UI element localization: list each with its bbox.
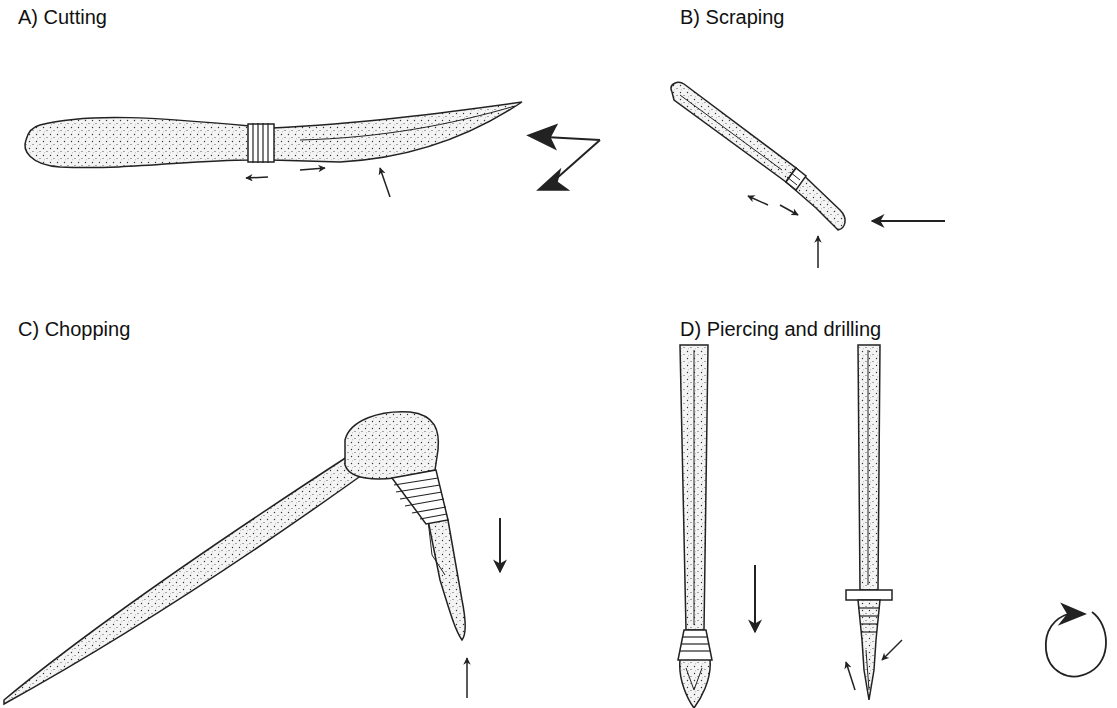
- motion-arrows: [748, 196, 945, 268]
- panel-label: C) Chopping: [18, 318, 130, 341]
- motion-arrows: [467, 518, 500, 698]
- scraper-drawing: [671, 82, 845, 230]
- adze-drawing: [4, 412, 465, 704]
- awl-drawing: [678, 345, 712, 708]
- panel-label: A) Cutting: [18, 6, 107, 29]
- panel-label: D) Piercing and drilling: [680, 318, 881, 341]
- panel-label: B) Scraping: [680, 6, 785, 29]
- motion-arrows: [246, 123, 600, 197]
- motion-arrows: [754, 565, 756, 632]
- motion-arrows: [846, 604, 1106, 690]
- drill-drawing: [846, 345, 892, 700]
- knife-drawing: [25, 102, 522, 168]
